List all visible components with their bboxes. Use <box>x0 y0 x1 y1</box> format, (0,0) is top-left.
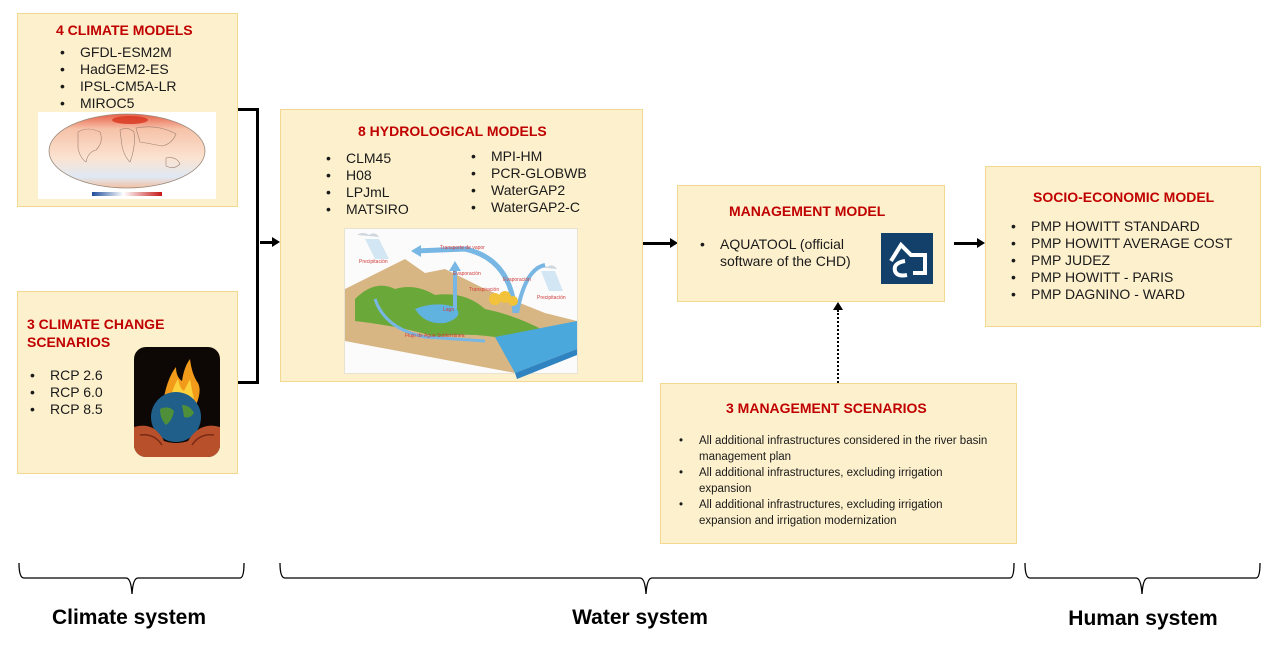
list-item: MPI-HM <box>467 148 587 165</box>
climate-models-title: 4 CLIMATE MODELS <box>56 22 193 38</box>
list-item: PMP HOWITT STANDARD <box>1007 218 1232 235</box>
connector-line <box>238 381 258 384</box>
management-scenarios-list: All additional infrastructures considere… <box>673 433 993 529</box>
hydrological-models-box: 8 HYDROLOGICAL MODELS CLM45 H08 LPJmL MA… <box>280 109 643 382</box>
management-model-list: AQUATOOL (official software of the CHD) <box>696 236 851 270</box>
svg-text:Lago: Lago <box>443 307 454 313</box>
list-item: CLM45 <box>322 150 409 167</box>
water-system-brace <box>279 562 1015 595</box>
arrow-line <box>260 241 272 244</box>
management-model-box: MANAGEMENT MODEL AQUATOOL (official soft… <box>677 185 945 302</box>
climate-models-box: 4 CLIMATE MODELS GFDL-ESM2M HadGEM2-ES I… <box>17 13 238 207</box>
connector-line <box>238 108 258 111</box>
svg-text:Precipitación: Precipitación <box>537 295 566 301</box>
list-item: MIROC5 <box>56 95 176 112</box>
climate-system-brace <box>18 562 245 595</box>
list-item: RCP 2.6 <box>26 367 103 384</box>
list-item: IPSL-CM5A-LR <box>56 78 176 95</box>
list-item: GFDL-ESM2M <box>56 44 176 61</box>
connector-line <box>256 108 259 384</box>
hydrological-models-list-left: CLM45 H08 LPJmL MATSIRO <box>322 150 409 218</box>
list-item: PCR-GLOBWB <box>467 165 587 182</box>
arrow-head-icon <box>670 238 678 248</box>
hydrological-models-list-right: MPI-HM PCR-GLOBWB WaterGAP2 WaterGAP2-C <box>467 148 587 216</box>
list-item: MATSIRO <box>322 201 409 218</box>
climate-system-label: Climate system <box>51 606 207 629</box>
list-item: RCP 6.0 <box>26 384 103 401</box>
human-system-label: Human system <box>1068 607 1218 630</box>
dotted-arrow-line <box>837 310 839 383</box>
item-line: AQUATOOL (official <box>720 236 844 252</box>
list-item: PMP HOWITT AVERAGE COST <box>1007 235 1232 252</box>
item-line: software of the CHD) <box>720 253 851 269</box>
world-map-icon <box>48 113 206 196</box>
list-item: H08 <box>322 167 409 184</box>
climate-models-list: GFDL-ESM2M HadGEM2-ES IPSL-CM5A-LR MIROC… <box>56 44 176 112</box>
global-temperature-map <box>38 112 216 199</box>
management-model-title: MANAGEMENT MODEL <box>729 203 886 219</box>
water-cycle-image: Transporte de vapor Precipitación Evapor… <box>344 228 578 379</box>
water-cycle-icon: Transporte de vapor Precipitación Evapor… <box>345 233 577 379</box>
list-item: WaterGAP2 <box>467 182 587 199</box>
arrow-line <box>643 242 670 245</box>
list-item: HadGEM2-ES <box>56 61 176 78</box>
aquatool-logo-icon <box>889 241 927 278</box>
list-item: AQUATOOL (official software of the CHD) <box>696 236 851 270</box>
climate-scenarios-title: 3 CLIMATE CHANGE SCENARIOS <box>27 315 164 351</box>
arrow-head-icon <box>272 237 280 247</box>
climate-scenarios-list: RCP 2.6 RCP 6.0 RCP 8.5 <box>26 367 103 418</box>
aquatool-logo <box>881 233 933 284</box>
arrow-line <box>954 242 978 245</box>
socio-economic-model-list: PMP HOWITT STANDARD PMP HOWITT AVERAGE C… <box>1007 218 1232 303</box>
arrow-head-icon <box>977 238 985 248</box>
list-item: All additional infrastructures considere… <box>673 433 993 465</box>
svg-text:Transpiración: Transpiración <box>469 287 499 293</box>
svg-text:Transporte de vapor: Transporte de vapor <box>440 245 485 251</box>
list-item: All additional infrastructures, excludin… <box>673 497 993 529</box>
list-item: All additional infrastructures, excludin… <box>673 465 993 497</box>
hydrological-models-title: 8 HYDROLOGICAL MODELS <box>358 123 547 139</box>
list-item: RCP 8.5 <box>26 401 103 418</box>
title-line: 3 CLIMATE CHANGE <box>27 316 165 332</box>
socio-economic-model-box: SOCIO-ECONOMIC MODEL PMP HOWITT STANDARD… <box>985 166 1261 327</box>
svg-text:Precipitación: Precipitación <box>359 259 388 265</box>
management-scenarios-box: 3 MANAGEMENT SCENARIOS All additional in… <box>660 383 1017 544</box>
svg-text:Evaporación: Evaporación <box>503 277 531 283</box>
human-system-brace <box>1024 562 1261 595</box>
title-line: SCENARIOS <box>27 334 111 350</box>
list-item: WaterGAP2-C <box>467 199 587 216</box>
socio-economic-model-title: SOCIO-ECONOMIC MODEL <box>1033 189 1215 205</box>
climate-scenarios-box: 3 CLIMATE CHANGE SCENARIOS RCP 2.6 RCP 6… <box>17 291 238 474</box>
list-item: PMP JUDEZ <box>1007 252 1232 269</box>
list-item: PMP HOWITT - PARIS <box>1007 269 1232 286</box>
burning-earth-image <box>134 347 220 457</box>
list-item: PMP DAGNINO - WARD <box>1007 286 1232 303</box>
arrow-head-icon <box>833 302 843 310</box>
management-scenarios-title: 3 MANAGEMENT SCENARIOS <box>726 400 927 416</box>
water-system-label: Water system <box>572 606 708 629</box>
burning-earth-icon <box>134 359 220 457</box>
svg-text:Flujo de Agua Subterránea: Flujo de Agua Subterránea <box>405 333 465 339</box>
svg-text:Evaporación: Evaporación <box>453 271 481 277</box>
list-item: LPJmL <box>322 184 409 201</box>
